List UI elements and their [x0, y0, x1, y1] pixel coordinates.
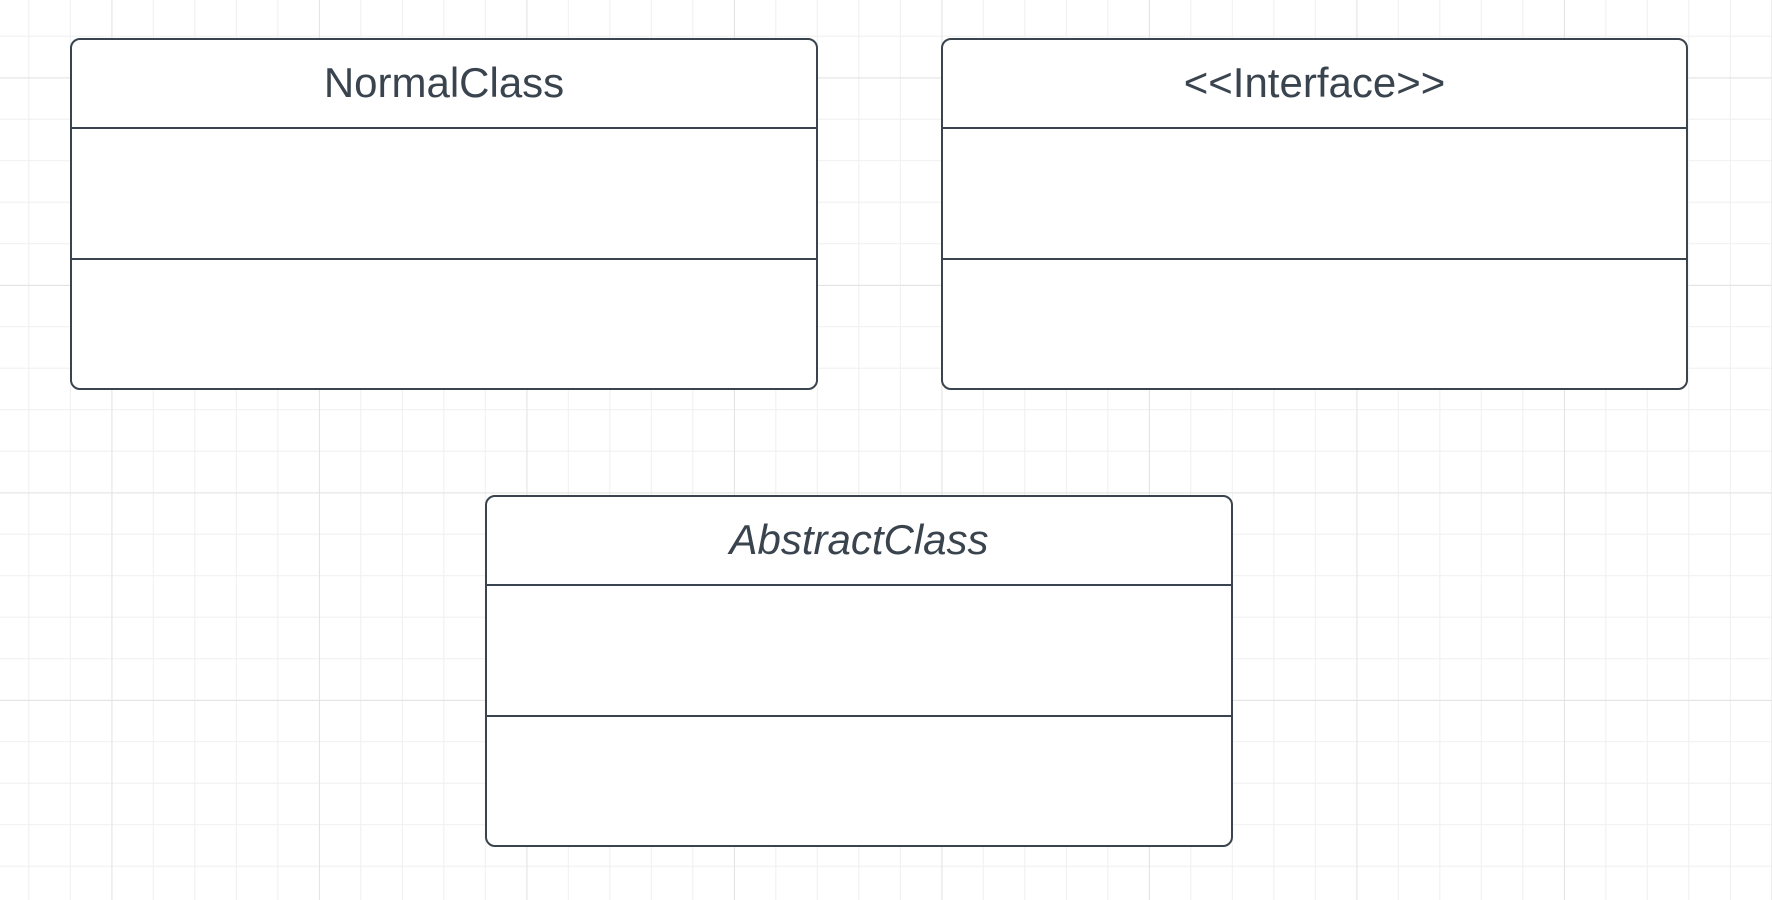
uml-class-abstractclass[interactable]: AbstractClass: [485, 495, 1233, 847]
methods-compartment[interactable]: [72, 260, 816, 388]
methods-compartment[interactable]: [943, 260, 1686, 388]
uml-class-normalclass[interactable]: NormalClass: [70, 38, 818, 390]
class-title: NormalClass: [72, 40, 816, 129]
class-title: AbstractClass: [487, 497, 1231, 586]
class-title: <<Interface>>: [943, 40, 1686, 129]
uml-class-interface[interactable]: <<Interface>>: [941, 38, 1688, 390]
attributes-compartment[interactable]: [72, 129, 816, 260]
attributes-compartment[interactable]: [943, 129, 1686, 260]
attributes-compartment[interactable]: [487, 586, 1231, 717]
methods-compartment[interactable]: [487, 717, 1231, 845]
